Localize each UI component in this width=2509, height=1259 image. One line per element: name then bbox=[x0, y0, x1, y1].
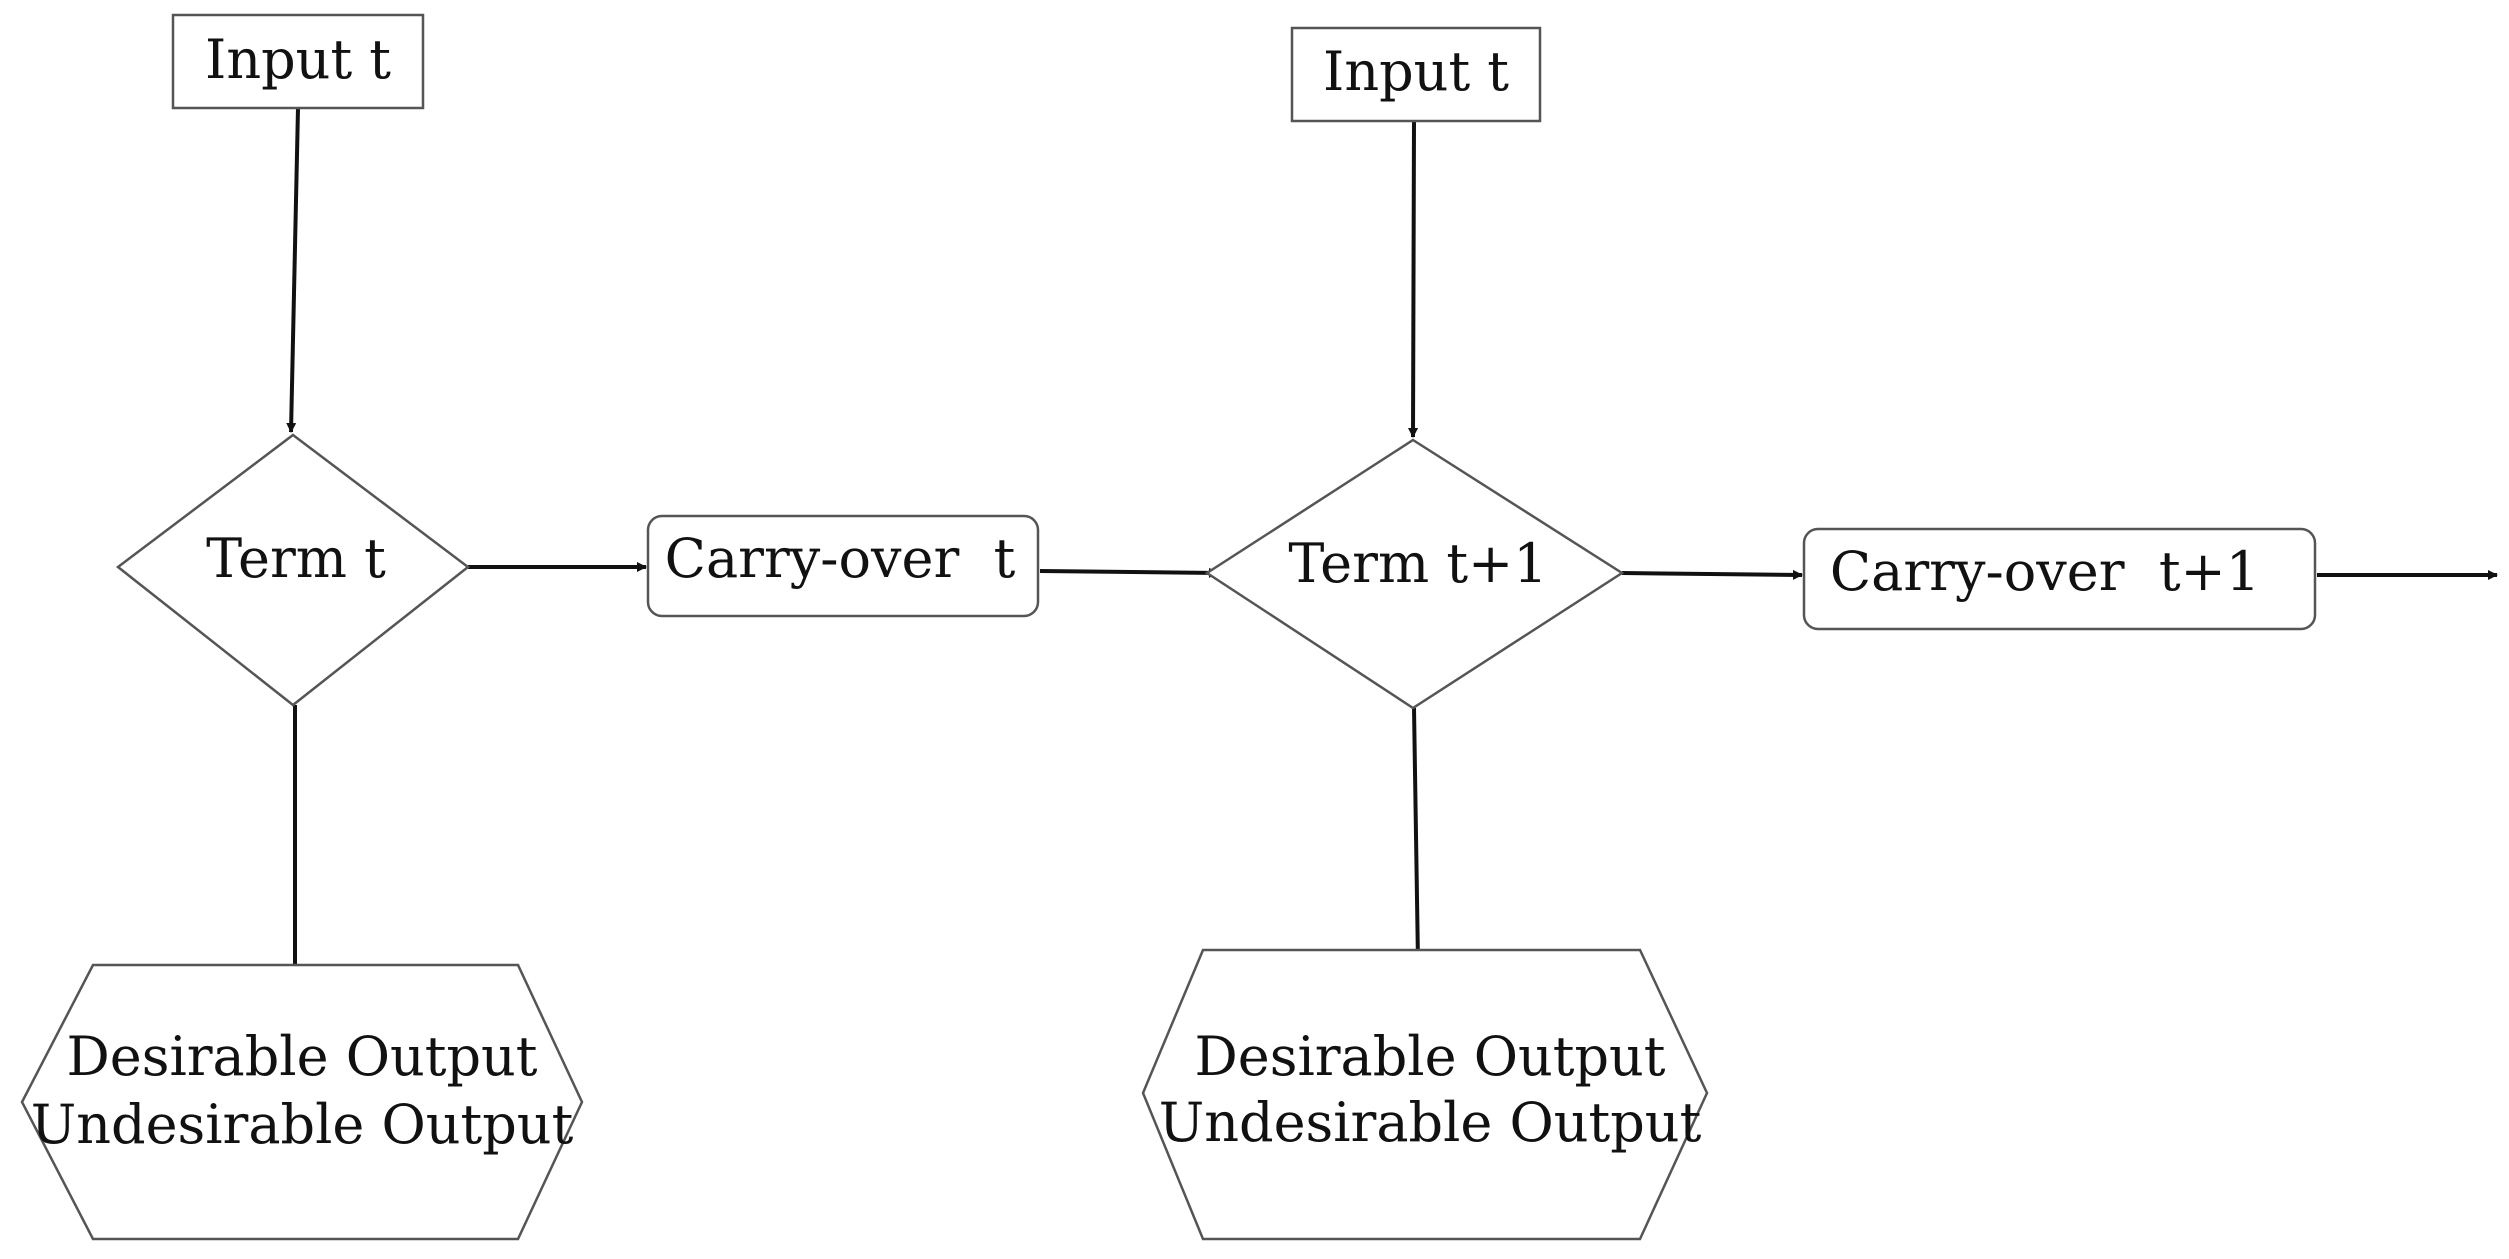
node-carry-over-2-label: Carry-over t+1 bbox=[1830, 540, 2260, 603]
node-term-1-label: Term t bbox=[206, 527, 386, 590]
node-carry-over-2: Carry-over t+1 bbox=[1802, 527, 2317, 631]
edge-carry1-term2 bbox=[1039, 567, 1219, 578]
edge-term2-output2 bbox=[1412, 707, 1423, 963]
node-output-2-line1: Desirable Output bbox=[1195, 1025, 1666, 1088]
node-carry-over-1: Carry-over t bbox=[646, 514, 1040, 618]
node-output-2: Desirable Output Undesirable Output bbox=[1141, 948, 1709, 1241]
node-output-1-line1: Desirable Output bbox=[67, 1025, 538, 1088]
node-input-1-label: Input t bbox=[205, 28, 391, 91]
node-carry-over-1-label: Carry-over t bbox=[665, 527, 1016, 590]
node-output-1: Desirable Output Undesirable Output bbox=[20, 963, 584, 1241]
node-input-2-label: Input t bbox=[1323, 40, 1509, 103]
node-term-1: Term t bbox=[115, 433, 471, 707]
node-term-2-label: Term t+1 bbox=[1288, 532, 1547, 595]
edge-input2-term2 bbox=[1408, 120, 1419, 438]
edge-term2-carry2 bbox=[1621, 569, 1803, 580]
node-output-1-line2: Undesirable Output bbox=[31, 1093, 574, 1156]
node-input-1: Input t bbox=[171, 13, 425, 110]
node-term-2: Term t+1 bbox=[1204, 438, 1625, 710]
node-output-2-line2: Undesirable Output bbox=[1159, 1091, 1702, 1154]
node-input-2: Input t bbox=[1290, 26, 1542, 123]
edges bbox=[286, 107, 2498, 979]
edge-input1-term1 bbox=[286, 107, 300, 433]
